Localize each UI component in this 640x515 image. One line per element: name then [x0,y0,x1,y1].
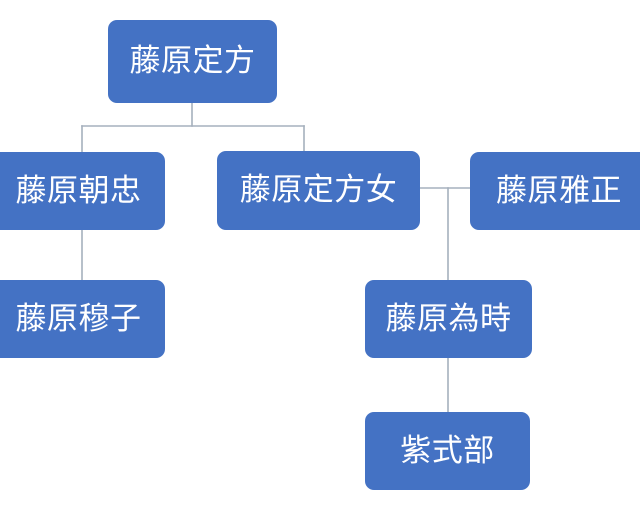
node-fujiwara-no-bokushi[interactable]: 藤原穆子 [0,280,165,358]
node-label-fujiwara-no-bokushi: 藤原穆子 [15,300,142,337]
node-label-fujiwara-no-tametoki: 藤原為時 [385,300,512,337]
node-label-fujiwara-no-sadakata-musume: 藤原定方女 [239,172,398,208]
node-fujiwara-no-asatada[interactable]: 藤原朝忠 [0,152,165,230]
node-fujiwara-no-sadakata-musume[interactable]: 藤原定方女 [217,151,420,230]
node-murasaki-shikibu[interactable]: 紫式部 [365,412,530,490]
node-label-fujiwara-no-masatada: 藤原雅正 [496,172,622,209]
node-label-murasaki-shikibu: 紫式部 [400,432,495,469]
node-fujiwara-no-tametoki[interactable]: 藤原為時 [365,280,532,358]
node-fujiwara-no-sadakata[interactable]: 藤原定方 [108,20,277,103]
node-fujiwara-no-masatada[interactable]: 藤原雅正 [470,152,640,230]
node-label-fujiwara-no-asatada: 藤原朝忠 [15,172,142,209]
node-label-fujiwara-no-sadakata: 藤原定方 [129,43,256,79]
